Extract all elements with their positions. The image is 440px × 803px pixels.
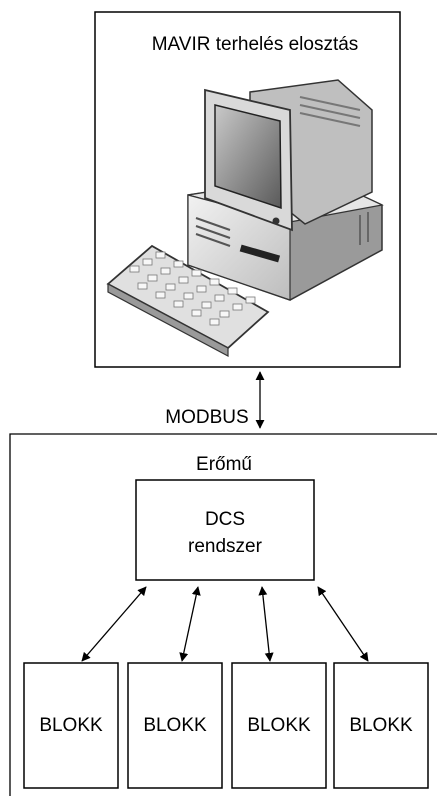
modbus-label: MODBUS [165,407,248,428]
block-box [127,662,223,789]
block-label: BLOKK [349,715,413,736]
dcs-label-line2: rendszer [188,536,263,557]
plant-frame [9,433,437,796]
block-box [23,662,119,789]
desktop-computer-icon [106,79,384,357]
block-label: BLOKK [39,715,103,736]
dcs-block-connector-4 [317,586,369,662]
block-box [231,662,327,789]
dcs-block-connector-1 [81,586,147,662]
dcs-block-connector-3 [258,586,274,662]
dcs-label-line1: DCS [205,509,245,530]
control-center-title: MAVIR terhelés elosztás [152,34,359,55]
block-label: BLOKK [143,715,207,736]
block-label: BLOKK [247,715,311,736]
dcs-block-connector-2 [179,586,201,662]
block-box [333,662,429,789]
dcs-box [135,479,315,581]
plant-title: Erőmű [196,454,252,475]
